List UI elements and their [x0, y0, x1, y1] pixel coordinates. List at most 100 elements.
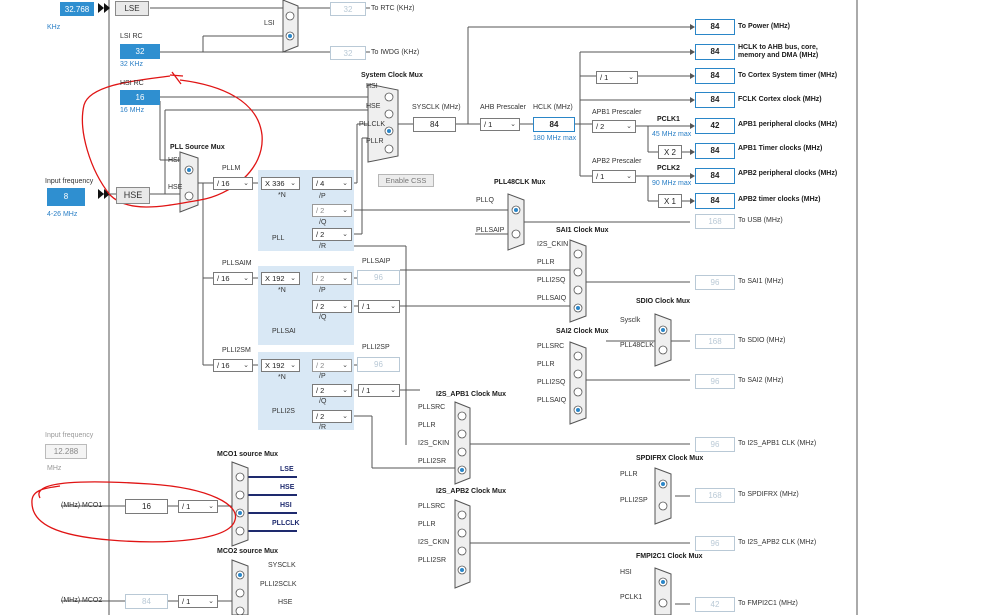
plli2s-r-select[interactable]: / 2⌄ [312, 410, 352, 423]
pllsai-qdiv-value: / 1 [362, 302, 371, 311]
mco1-div-select[interactable]: / 1⌄ [178, 500, 218, 513]
mco1-in-hsi: HSI [280, 502, 292, 509]
i2s-apb1-label: To I2S_APB1 CLK (MHz) [738, 440, 817, 447]
apb1-prescaler-select[interactable]: / 2⌄ [592, 120, 636, 133]
pll-r-select[interactable]: / 2⌄ [312, 228, 352, 241]
pll-region-label: PLL [272, 235, 285, 242]
sai1-mux [569, 239, 587, 323]
fmpi2c1-in-1: PCLK1 [620, 594, 643, 601]
input-freq2-unit: MHz [47, 465, 62, 472]
pllsai-p-select[interactable]: / 2⌄ [312, 272, 352, 285]
chevron-down-icon: ⌄ [208, 598, 214, 605]
enable-css-button[interactable]: Enable CSS [378, 174, 434, 187]
lsi-mux-label: LSI [264, 20, 275, 27]
ahb-prescaler-select[interactable]: / 1⌄ [480, 118, 520, 131]
sysmux-hse: HSE [366, 103, 381, 110]
output-apb2-timer-value[interactable]: 84 [695, 193, 735, 209]
pll-source-hse: HSE [168, 184, 183, 191]
output-apb1-timer-value[interactable]: 84 [695, 143, 735, 159]
chevron-down-icon: ⌄ [342, 362, 348, 369]
apb2-max: 90 MHz max [652, 180, 692, 187]
plli2s-n-label: *N [278, 374, 286, 381]
pll-q-select[interactable]: / 2⌄ [312, 204, 352, 217]
sdio-value: 168 [695, 334, 735, 349]
sai2-mux-title: SAI2 Clock Mux [556, 328, 609, 335]
apb2-label: APB2 Prescaler [592, 158, 642, 165]
i2s-apb2-mux [454, 499, 471, 589]
pll-p-label: /P [319, 193, 326, 200]
pll-p-value: / 4 [316, 179, 325, 188]
plli2s-n-select[interactable]: X 192⌄ [261, 359, 300, 372]
chevron-down-icon: ⌄ [208, 503, 214, 510]
hse-button[interactable]: HSE [116, 187, 150, 204]
lse-freq-value[interactable]: 32.768 [60, 2, 94, 16]
output-cortex-timer-value[interactable]: 84 [695, 68, 735, 84]
sai1-in-2: PLLI2SQ [537, 277, 566, 284]
spdifrx-label: To SPDIFRX (MHz) [738, 491, 799, 498]
rtc-label: To RTC (KHz) [371, 5, 415, 12]
pllsai-n-select[interactable]: X 192⌄ [261, 272, 300, 285]
pllm-select[interactable]: / 16⌄ [213, 177, 253, 190]
sdio-in-1: PLL48CLK [620, 342, 654, 349]
sai1-in-0: I2S_CKIN [537, 241, 569, 248]
input-freq2-value[interactable]: 12.288 [45, 444, 87, 459]
lse-button[interactable]: LSE [115, 1, 149, 16]
lsi-freq-value[interactable]: 32 [120, 44, 160, 59]
chevron-down-icon: ⌄ [243, 275, 249, 282]
lsi-mux [282, 0, 299, 53]
mco1-mux-title: MCO1 source Mux [217, 451, 279, 458]
output-hclk-label: HCLK to AHB bus, core, [738, 44, 818, 51]
chevron-down-icon: ⌄ [342, 387, 348, 394]
pll-n-select[interactable]: X 336⌄ [261, 177, 300, 190]
apb2-value: / 1 [596, 172, 605, 181]
chevron-down-icon: ⌄ [290, 180, 296, 187]
pllsaim-select[interactable]: / 16⌄ [213, 272, 253, 285]
chevron-down-icon: ⌄ [342, 303, 348, 310]
output-fclk-value[interactable]: 84 [695, 92, 735, 108]
spdifrx-mux-title: SPDIFRX Clock Mux [636, 455, 704, 462]
mco1-value[interactable]: 16 [125, 499, 168, 514]
output-hclk-value[interactable]: 84 [695, 44, 735, 60]
mco1-in-lse: LSE [280, 466, 294, 473]
sysclk-value[interactable]: 84 [413, 117, 456, 132]
plli2s-q-value: / 2 [316, 386, 325, 395]
apb1-label: APB1 Prescaler [592, 109, 642, 116]
output-power-value[interactable]: 84 [695, 19, 735, 35]
pll-p-select[interactable]: / 4 ⌄ [312, 177, 352, 190]
pllsai-q-select[interactable]: / 2⌄ [312, 300, 352, 313]
i2s-apb1-in-1: PLLR [418, 422, 436, 429]
sai1-in-1: PLLR [537, 259, 555, 266]
pllm-label: PLLM [222, 165, 241, 172]
plli2s-q-select[interactable]: / 2 ⌄ [312, 384, 352, 397]
hse-input-value[interactable]: 8 [47, 188, 85, 206]
pllsaip-label: PLLSAIP [362, 258, 391, 265]
hsi-freq-value[interactable]: 16 [120, 90, 160, 105]
sysmux-pllr: PLLR [366, 138, 384, 145]
output-apb2-timer-label: APB2 timer clocks (MHz) [738, 196, 821, 203]
sai2-in-2: PLLI2SQ [537, 379, 566, 386]
output-apb1-periph-label: APB1 peripheral clocks (MHz) [738, 121, 838, 128]
plli2s-p-value: / 2 [316, 361, 325, 370]
hclk-value[interactable]: 84 [533, 117, 575, 132]
plli2s-qdiv-select[interactable]: / 1⌄ [358, 384, 400, 397]
sai1-mux-title: SAI1 Clock Mux [556, 227, 609, 234]
output-apb2-periph-value[interactable]: 84 [695, 168, 735, 184]
i2s-apb2-mux-title: I2S_APB2 Clock Mux [436, 488, 507, 495]
spdifrx-value: 168 [695, 488, 735, 503]
mco2-div-select[interactable]: / 1 ⌄ [178, 595, 218, 608]
mco2-div-value: / 1 [182, 597, 191, 606]
chevron-down-icon: ⌄ [342, 180, 348, 187]
chevron-down-icon: ⌄ [390, 303, 396, 310]
plli2sp-value: 96 [357, 357, 400, 372]
pllsai-qdiv-select[interactable]: / 1 ⌄ [358, 300, 400, 313]
system-clock-mux-title: System Clock Mux [361, 72, 423, 79]
output-apb1-periph-value[interactable]: 42 [695, 118, 735, 134]
apb2-prescaler-select[interactable]: / 1⌄ [592, 170, 636, 183]
plli2sm-select[interactable]: / 16⌄ [213, 359, 253, 372]
output-apb2-periph-label: APB2 peripheral clocks (MHz) [738, 170, 838, 177]
plli2s-p-select[interactable]: / 2 ⌄ [312, 359, 352, 372]
hse-input-label: Input frequency [45, 178, 94, 185]
chevron-down-icon: ⌄ [626, 123, 632, 130]
cortex-div-select[interactable]: / 1⌄ [596, 71, 638, 84]
